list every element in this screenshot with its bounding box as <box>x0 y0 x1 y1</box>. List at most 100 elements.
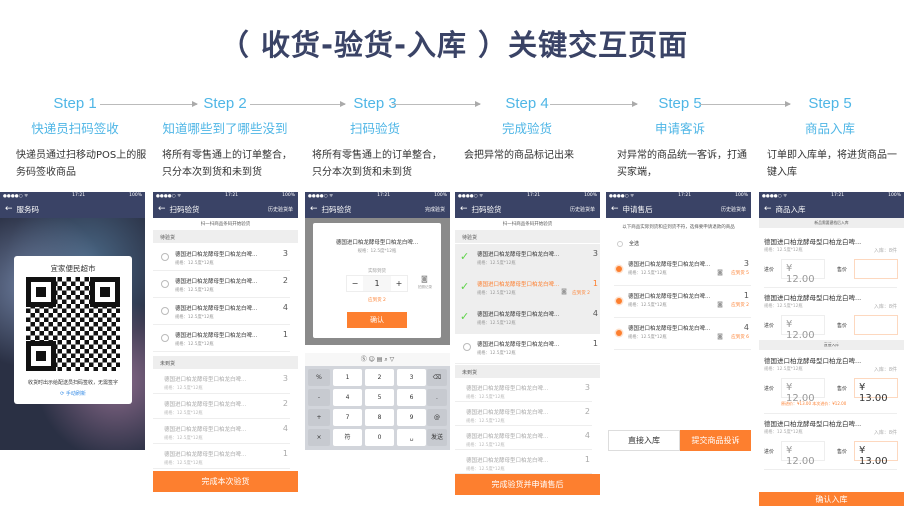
quantity-stepper[interactable]: −1 + <box>346 275 408 292</box>
camera-icon[interactable]: ◙ <box>717 333 723 340</box>
radio-button[interactable] <box>161 280 169 288</box>
nav-right-link[interactable]: 历史验货单 <box>569 206 595 213</box>
radio-button[interactable] <box>161 253 169 261</box>
radio-selected[interactable] <box>616 266 622 272</box>
buy-price-input[interactable]: ¥ 12.00 <box>781 378 825 404</box>
key-13[interactable]: 9 <box>397 409 426 426</box>
direct-stock-button[interactable]: 直接入库 <box>608 430 680 451</box>
confirm-stock-button[interactable]: 确认入库 <box>759 492 904 506</box>
radio-button[interactable] <box>463 343 471 351</box>
sell-price-input[interactable]: ¥ 13.00 <box>854 378 898 404</box>
nav-right-link[interactable]: 历史验货单 <box>720 206 746 213</box>
back-arrow-icon[interactable]: ← <box>611 204 619 214</box>
back-arrow-icon[interactable]: ← <box>158 204 166 214</box>
key-2[interactable]: 2 <box>365 369 394 386</box>
status-time: 17:21 <box>678 193 692 198</box>
nav-title: 申请售后 <box>622 204 653 214</box>
nav-bar: ←商品入库 <box>759 200 904 218</box>
key-15[interactable]: × <box>308 429 330 446</box>
quantity-value[interactable]: 1 <box>363 276 391 291</box>
check-icon: ✓ <box>460 280 470 293</box>
key-9[interactable]: . <box>427 389 447 406</box>
plus-button[interactable]: + <box>395 279 403 288</box>
radio-selected[interactable] <box>616 298 622 304</box>
key-3[interactable]: 3 <box>397 369 426 386</box>
back-arrow-icon[interactable]: ← <box>5 204 13 214</box>
camera-icon[interactable]: ◙ <box>717 269 723 276</box>
key-19[interactable]: 发送 <box>427 429 447 446</box>
submit-complaint-button[interactable]: 提交商品投诉 <box>680 430 751 451</box>
buy-price-input[interactable]: ¥ 12.00 <box>781 441 825 467</box>
back-arrow-icon[interactable]: ← <box>310 204 318 214</box>
nav-right-link[interactable]: 完成验货 <box>424 206 445 213</box>
camera-icon[interactable]: ◙ <box>561 288 567 295</box>
nav-right-link[interactable]: 历史验货单 <box>267 206 293 213</box>
section-pending: 待验货 <box>455 230 600 243</box>
refresh-button[interactable]: ⟳ 手动刷新 <box>14 390 132 397</box>
battery: 100% <box>888 193 901 198</box>
buy-price-input[interactable]: ¥ 12.00 <box>781 315 825 341</box>
radio-selected[interactable] <box>616 330 622 336</box>
sell-price-input[interactable] <box>854 315 898 335</box>
key-17[interactable]: 0 <box>365 429 394 446</box>
step-arrow <box>700 101 791 107</box>
product-spec: 规格：12.5度*12瓶 <box>764 304 803 309</box>
key-16[interactable]: 符 <box>333 429 362 446</box>
key-11[interactable]: 7 <box>333 409 362 426</box>
back-arrow-icon[interactable]: ← <box>764 204 772 214</box>
quantity: 1 <box>743 291 749 300</box>
sell-price-input[interactable] <box>854 259 898 279</box>
key-1[interactable]: 1 <box>333 369 362 386</box>
radio-button[interactable] <box>161 334 169 342</box>
key-12[interactable]: 8 <box>365 409 394 426</box>
confirm-button[interactable]: 确认 <box>347 312 407 328</box>
finish-and-aftersale-button[interactable]: 完成验货并申请售后 <box>455 474 600 495</box>
camera-icon[interactable]: ◙ <box>421 275 428 283</box>
minus-button[interactable]: − <box>351 279 359 288</box>
stock-item: 德国进口柏龙酵母型口柏龙白啤...规格：12.5度*12瓶入库：8件进价¥ 12… <box>764 232 898 288</box>
should-arrive: 应到货 2 <box>368 298 386 303</box>
key-0[interactable]: % <box>308 369 330 386</box>
product-spec: 规格：12.5度*12瓶 <box>175 342 214 347</box>
sell-price-input[interactable]: ¥ 13.00 <box>854 441 898 467</box>
step-arrow <box>392 101 481 107</box>
select-all[interactable]: 全选 <box>617 240 639 247</box>
key-14[interactable]: @ <box>427 409 447 426</box>
radio-button[interactable] <box>161 307 169 315</box>
key-5[interactable]: - <box>308 389 330 406</box>
back-arrow-icon[interactable]: ← <box>460 204 468 214</box>
buy-price-input[interactable]: ¥ 12.00 <box>781 259 825 285</box>
key-6[interactable]: 4 <box>333 389 362 406</box>
select-all-radio[interactable] <box>617 240 623 247</box>
key-7[interactable]: 5 <box>365 389 394 406</box>
product-spec: 规格：12.5度*12瓶 <box>466 419 505 424</box>
key-8[interactable]: 6 <box>397 389 426 406</box>
key-4[interactable]: ⌫ <box>427 369 447 386</box>
key-10[interactable]: + <box>308 409 330 426</box>
key-18[interactable]: ␣ <box>397 429 426 446</box>
camera-icon[interactable]: ◙ <box>717 301 723 308</box>
finish-inspection-button[interactable]: 完成本次验货 <box>153 471 298 492</box>
battery: 100% <box>282 193 295 198</box>
product-name: 德国进口柏龙酵母型口柏龙白啤... <box>466 410 549 416</box>
